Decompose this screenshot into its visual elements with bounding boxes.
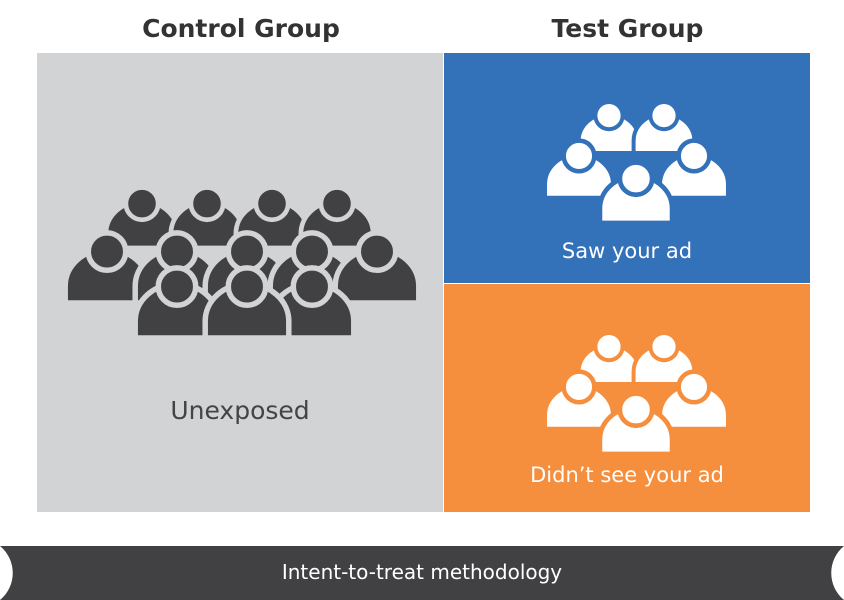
person-icon: [202, 265, 292, 341]
didnt-see-ad-people: [542, 331, 731, 457]
person-icon: [332, 230, 422, 306]
control-people-group-icon: [37, 53, 443, 512]
person-icon: [657, 369, 731, 432]
person-icon: [542, 138, 616, 201]
saw-ad-people-group-icon: [444, 53, 810, 283]
person-icon: [576, 100, 642, 155]
person-icon: [62, 230, 152, 306]
person-icon: [597, 391, 675, 457]
saw-ad-people: [542, 100, 731, 226]
didnt-see-ad-panel: Didn’t see your ad: [444, 284, 810, 512]
person-icon: [631, 331, 697, 386]
saw-ad-panel: Saw your ad: [444, 53, 810, 283]
person-icon: [597, 160, 675, 226]
person-icon: [657, 138, 731, 201]
methodology-label: Intent-to-treat methodology: [281, 560, 563, 584]
control-group-panel: Unexposed: [37, 53, 443, 512]
didnt-see-ad-people-group-icon: [444, 284, 810, 512]
control-people: [62, 185, 422, 341]
methodology-banner: Intent-to-treat methodology: [0, 546, 844, 600]
control-group-heading: Control Group: [142, 14, 340, 43]
banner-shape: [0, 546, 844, 600]
person-icon: [631, 100, 697, 155]
person-icon: [542, 369, 616, 432]
unexposed-label: Unexposed: [170, 396, 310, 425]
saw-your-ad-label: Saw your ad: [561, 239, 693, 263]
person-icon: [576, 331, 642, 386]
didnt-see-your-ad-label: Didn’t see your ad: [530, 463, 724, 487]
test-group-heading: Test Group: [551, 14, 704, 43]
